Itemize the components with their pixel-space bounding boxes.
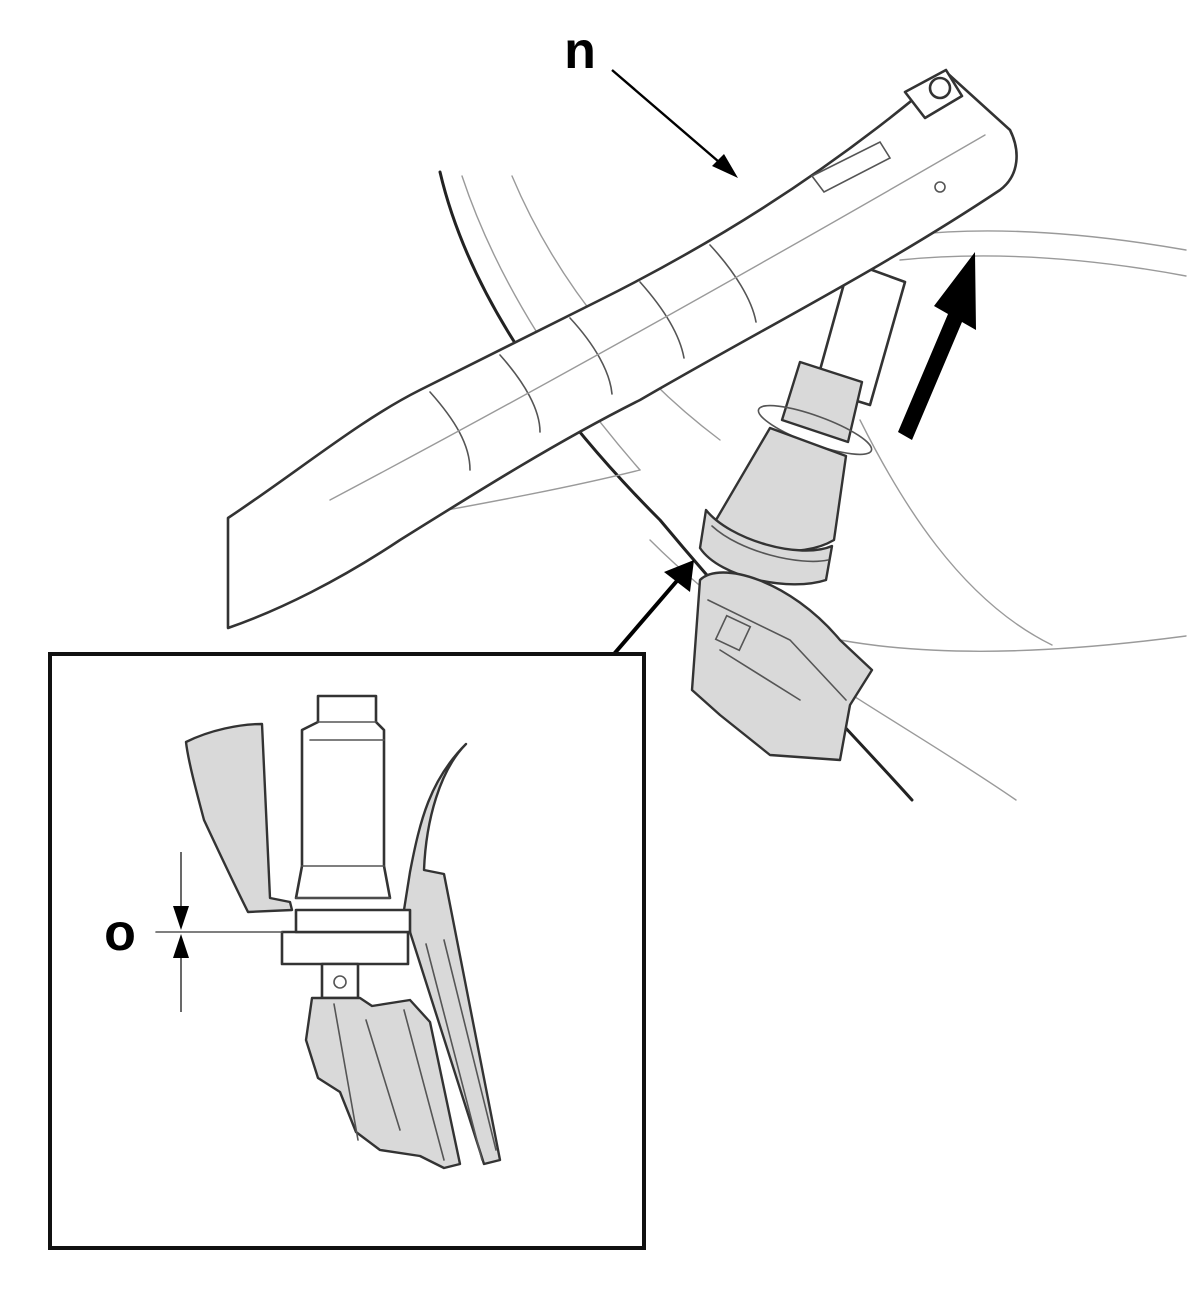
detail-inset: o — [48, 652, 646, 1250]
pull-direction-arrow — [898, 252, 976, 440]
callout-o-label: o — [104, 904, 136, 962]
tpms-sensor — [690, 571, 874, 762]
detail-pointer-arrow — [612, 560, 694, 656]
valve-stem — [698, 260, 907, 586]
callout-n: n — [564, 22, 738, 178]
callout-n-label: n — [564, 22, 596, 80]
installation-tool — [226, 68, 1018, 630]
